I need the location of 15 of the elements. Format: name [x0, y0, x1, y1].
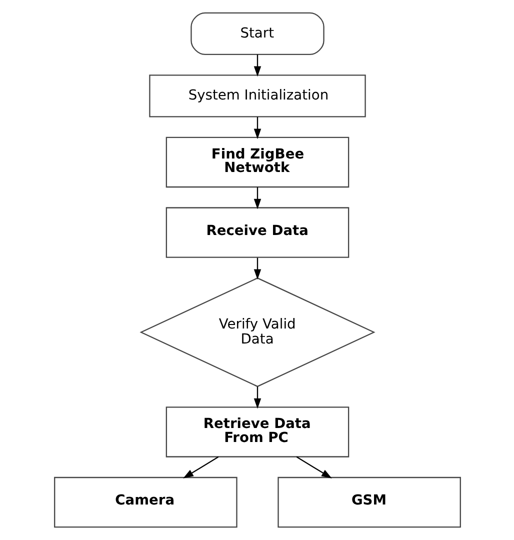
node-box: Receive Data [165, 207, 349, 258]
node-box: Find ZigBee Netwotk [165, 136, 349, 188]
node-box: System Initialization [148, 74, 366, 118]
arrow [253, 116, 261, 140]
node-box: Camera [54, 476, 237, 528]
node-diamond: Verify Valid Data [139, 277, 375, 388]
arrow [253, 54, 261, 77]
node-box: Start [190, 12, 324, 55]
node-box: GSM [277, 476, 460, 528]
arrow [253, 187, 261, 210]
arrow [253, 258, 261, 280]
arrow [182, 456, 218, 478]
arrow [253, 386, 261, 409]
node-box: Retrieve Data From PC [165, 406, 349, 458]
arrow [296, 456, 332, 478]
